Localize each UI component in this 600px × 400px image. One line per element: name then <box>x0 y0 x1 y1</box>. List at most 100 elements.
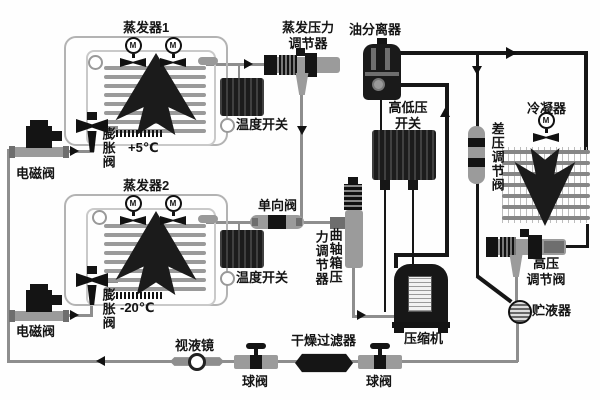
hp-valve-block <box>528 235 542 259</box>
oil-separator-top-stub <box>377 38 387 46</box>
crankcase-regulator-ribs <box>344 184 362 210</box>
solenoid-valve2-cap <box>63 310 69 322</box>
condenser-label: 冷凝器 <box>527 101 567 116</box>
pipe-txv2-stub <box>90 303 93 316</box>
expansion-valve2-body <box>76 273 108 287</box>
evaporator2-label: 蒸发器2 <box>123 178 170 193</box>
compressor-base <box>392 322 450 328</box>
sensor-bulb <box>198 215 218 223</box>
solenoid-valve1-cap <box>63 146 69 158</box>
fan-motor-label: M <box>164 37 182 54</box>
pipe-evap2-outlet <box>206 221 252 224</box>
compressor-foot <box>438 328 448 333</box>
check-valve-center <box>268 215 286 229</box>
solenoid-valve2-cap <box>9 310 15 322</box>
oil-separator-label: 油分离器 <box>349 22 402 37</box>
fan-icon: M <box>159 37 187 67</box>
ball-valve1-label: 球阀 <box>242 374 269 389</box>
pipe-hlp-leg-left <box>384 190 386 312</box>
expansion-valve1-body <box>76 119 108 133</box>
solenoid-valve2-coil <box>26 290 52 312</box>
pipe-cpr-down <box>352 266 355 318</box>
pipe-hpr-stem <box>515 275 518 302</box>
fan-icon: M <box>119 195 147 225</box>
expansion-valve2-stem <box>87 285 97 305</box>
crankcase-regulator-flange <box>330 217 346 229</box>
hlp-label-line1: 高低压 <box>388 100 428 115</box>
hp-valve-label-line1: 高压 <box>532 256 559 271</box>
flow-arrow-icon <box>440 108 450 117</box>
pipe-compressor-discharge-stub <box>394 253 398 268</box>
expansion-valve1-knob <box>87 112 97 120</box>
oil-separator-band <box>365 72 399 76</box>
solenoid-valve1-cap <box>9 146 15 158</box>
solenoid-valve2-pipe <box>9 311 69 321</box>
hp-valve-label: 高压 调节阀 <box>522 256 570 287</box>
expansion-valve2-knob <box>87 266 97 274</box>
ball-valve2-handle <box>370 343 390 349</box>
ball-valve1-handle <box>246 343 266 349</box>
epr-valve-endcap <box>264 55 277 75</box>
pipe-compressor-discharge-v <box>445 83 449 257</box>
pipe-compressor-discharge-h <box>394 253 449 257</box>
diff-pressure-valve-label: 差压调节阀 <box>489 122 505 192</box>
solenoid-valve1-pipe <box>9 147 69 157</box>
solenoid-valve2-junctionbox <box>50 295 62 305</box>
check-valve-cap <box>296 218 302 226</box>
temp-switch1-bulb <box>220 118 235 133</box>
diff-pressure-valve-band <box>468 158 485 167</box>
sight-glass-label: 视液镜 <box>175 338 215 353</box>
evap-pressure-regulator-label: 蒸发压力 调节器 <box>268 20 348 51</box>
epr-valve-nub <box>296 48 305 56</box>
solenoid-valve2-hat <box>30 284 48 291</box>
hl-pressure-switch-leg <box>380 180 390 190</box>
expansion-valve2-label: 膨胀阀 <box>100 288 116 330</box>
hp-valve-endcap <box>486 237 498 257</box>
hl-pressure-switch-leg <box>408 180 418 190</box>
compressor-label: 压缩机 <box>404 331 444 346</box>
hl-pressure-switch-label: 高低压 开关 <box>381 100 435 131</box>
sensor-bulb <box>198 57 218 65</box>
pipe-left-vertical <box>7 149 10 363</box>
pipe-dpv-to-receiver <box>475 274 513 304</box>
ball-valve2-label: 球阀 <box>366 374 393 389</box>
fan-icon: M <box>532 112 560 142</box>
flow-arrow-icon <box>357 310 366 320</box>
diff-pressure-valve-body <box>468 126 485 184</box>
expansion-valve1-stem <box>87 131 97 152</box>
sight-glass-lens <box>188 353 206 371</box>
filter-drier-body <box>295 353 353 373</box>
evaporator2-port <box>92 210 107 225</box>
flow-arrow-icon <box>506 47 517 59</box>
evaporator2-temp: -20℃ <box>120 300 155 315</box>
compressor-nameplate <box>408 276 432 312</box>
oil-separator-stripe <box>385 48 390 70</box>
hp-valve-ribs <box>500 237 516 257</box>
epr-label-line2: 调节器 <box>288 35 328 51</box>
evaporator2-frame <box>86 208 216 306</box>
pipe-checkvalve-to-cpr <box>304 221 332 224</box>
fan-icon: M <box>159 195 187 225</box>
temp-switch2-bulb <box>220 271 235 286</box>
flow-arrow-icon <box>70 310 79 320</box>
epr-valve-stem <box>295 73 309 95</box>
hp-valve-stem <box>509 255 523 277</box>
crankcase-regulator-label-left: 力调节器 <box>313 230 329 286</box>
pipe-solenoid1-to-txv1 <box>66 150 94 153</box>
pipe-tempswitch1-stub <box>238 66 240 79</box>
ball-valve1-handle-stem <box>254 348 258 356</box>
ball-valve1-center <box>250 355 262 369</box>
pipe-oilsep-right-link <box>398 83 449 87</box>
solenoid-valve1-hat <box>30 120 48 127</box>
receiver-vessel <box>508 300 532 324</box>
pipe-solenoid2-to-txv2 <box>66 314 93 317</box>
compressor-foot <box>394 328 404 333</box>
temp-switch2-label: 温度开关 <box>236 270 289 285</box>
oil-separator-stripe <box>371 48 376 70</box>
temp-switch1-label: 温度开关 <box>236 117 289 132</box>
pipe-oilsep-bottom-stub <box>380 100 382 130</box>
coil-row <box>104 287 206 291</box>
temp-switch1 <box>220 78 264 116</box>
hlp-label-line2: 开关 <box>394 115 421 131</box>
